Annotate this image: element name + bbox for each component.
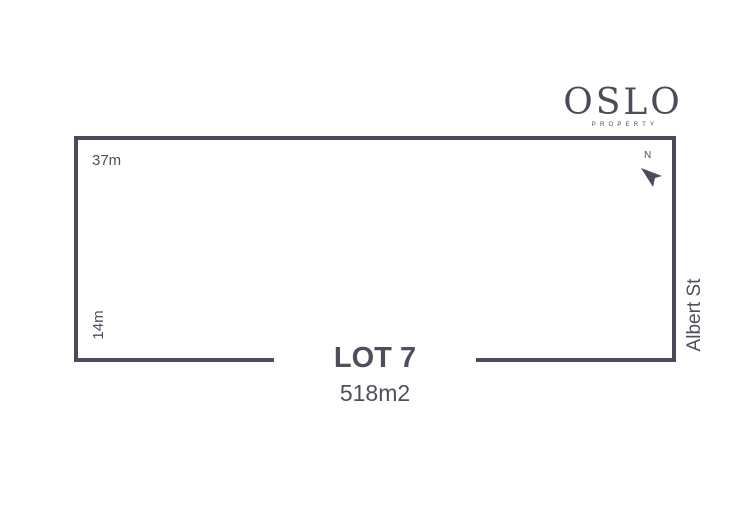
north-arrow-icon [641,168,662,187]
lot-boundary-line [74,136,676,362]
logo-tagline: PROPERTY [591,122,659,128]
oslo-property-logo: OSLO PROPERTY [560,84,686,129]
frontage-dimension: 37m [92,152,122,169]
depth-dimension: 14m [90,310,107,340]
street-name: Albert St [684,278,705,352]
logo-wordmark: OSLO [563,82,683,123]
north-label: N [644,150,652,161]
lot-title: LOT 7 [333,342,417,374]
lot-area: 518m2 [339,380,411,406]
